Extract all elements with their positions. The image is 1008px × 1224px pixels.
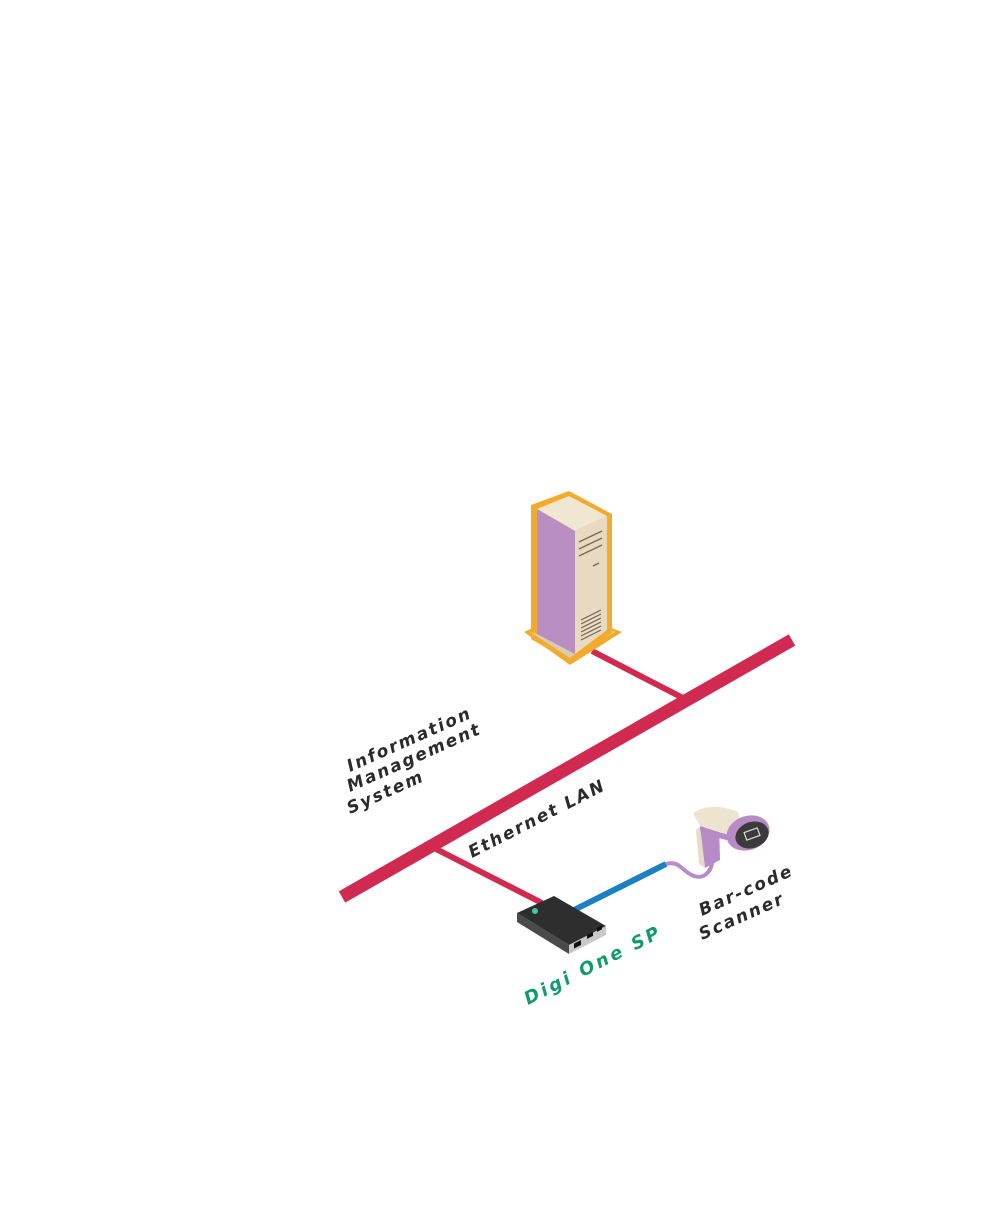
serial-cable bbox=[574, 864, 666, 910]
digi-one-sp-device-icon bbox=[517, 896, 606, 954]
ims-label: Information Management System bbox=[344, 703, 485, 818]
server-tower-icon bbox=[524, 491, 622, 665]
device-drop-cable bbox=[436, 849, 542, 903]
server-drop-cable bbox=[592, 651, 683, 698]
barcode-scanner-icon bbox=[666, 807, 774, 877]
scanner-label: Bar-code Scanner bbox=[696, 861, 797, 944]
